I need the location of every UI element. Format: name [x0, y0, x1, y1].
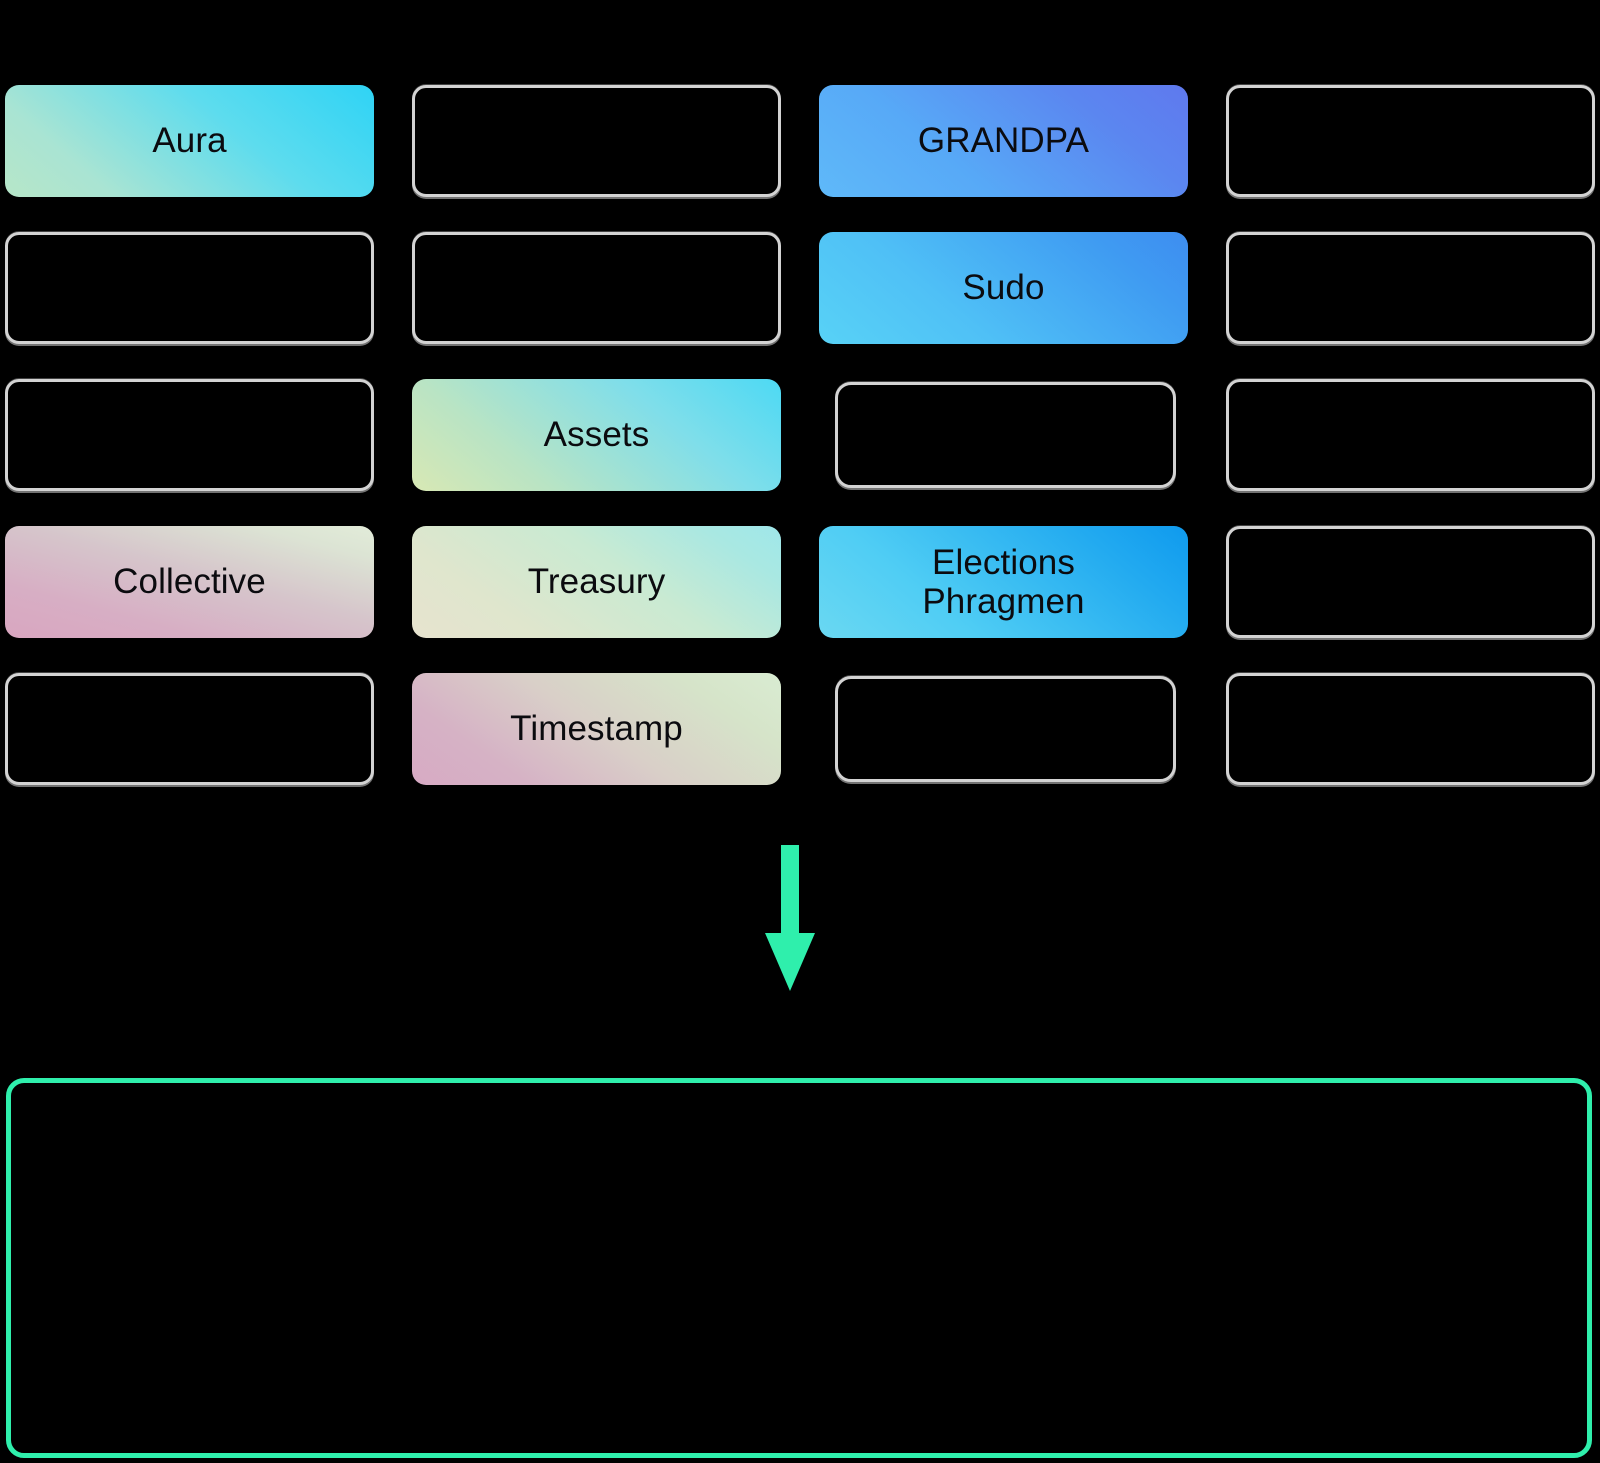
pallet-placeholder[interactable]	[5, 673, 374, 785]
pallet-placeholder[interactable]	[412, 232, 781, 344]
pallet-placeholder[interactable]	[5, 232, 374, 344]
pallet-card[interactable]: Aura	[5, 85, 374, 197]
pallet-card-label: GRANDPA	[917, 121, 1090, 161]
pallet-placeholder[interactable]	[1226, 379, 1595, 491]
arrow-down-icon	[762, 845, 818, 993]
pallet-placeholder[interactable]	[1226, 673, 1595, 785]
pallet-card[interactable]: Elections Phragmen	[819, 526, 1188, 638]
pallet-placeholder[interactable]	[1226, 526, 1595, 638]
pallet-card-label: Treasury	[527, 562, 666, 602]
pallet-card[interactable]: GRANDPA	[819, 85, 1188, 197]
pallet-placeholder[interactable]	[5, 379, 374, 491]
pallet-placeholder[interactable]	[835, 676, 1176, 782]
runtime-output-box	[6, 1078, 1592, 1458]
pallet-card-label: Timestamp	[510, 709, 683, 749]
pallet-card-label: Collective	[113, 562, 266, 602]
pallet-placeholder[interactable]	[835, 382, 1176, 488]
pallet-placeholder[interactable]	[412, 85, 781, 197]
pallet-card-label: Aura	[152, 121, 227, 161]
pallet-card[interactable]: Timestamp	[412, 673, 781, 785]
pallet-card-label: Assets	[543, 415, 650, 455]
pallet-placeholder[interactable]	[1226, 85, 1595, 197]
pallet-card[interactable]: Collective	[5, 526, 374, 638]
pallet-card[interactable]: Sudo	[819, 232, 1188, 344]
pallet-card[interactable]: Treasury	[412, 526, 781, 638]
pallet-card-label: Elections Phragmen	[922, 542, 1085, 621]
pallet-placeholder[interactable]	[1226, 232, 1595, 344]
pallet-card-label: Sudo	[962, 268, 1045, 308]
pallet-card[interactable]: Assets	[412, 379, 781, 491]
